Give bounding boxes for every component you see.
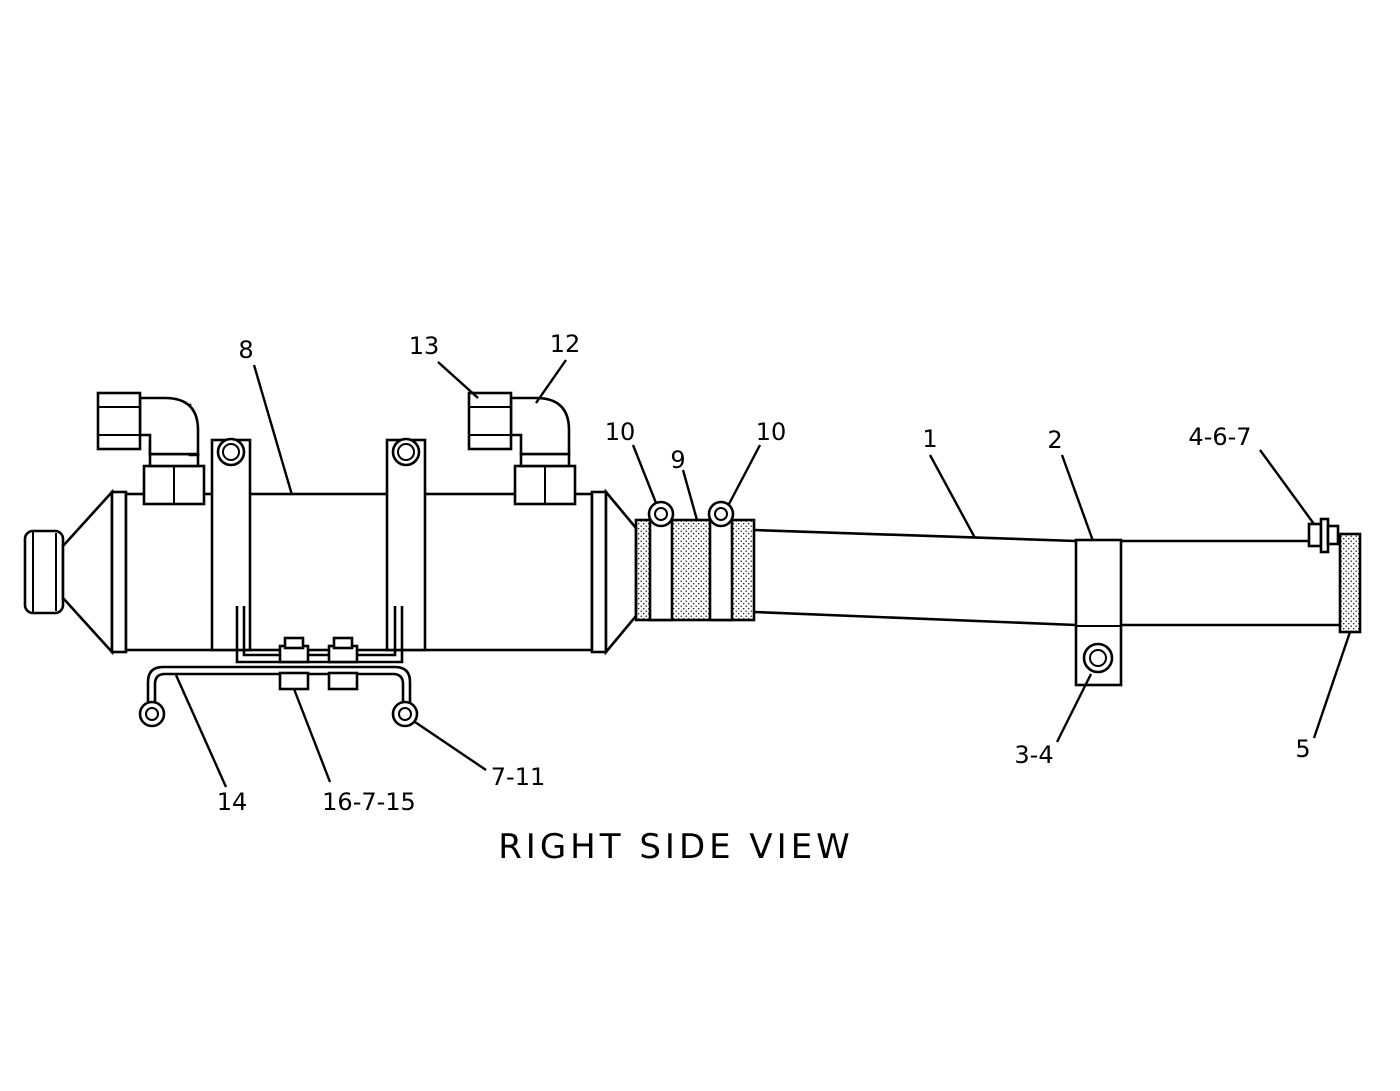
coupling-clamp-right [708, 518, 734, 622]
callout-8: 8 [238, 336, 253, 364]
elbow-fitting-right [467, 391, 577, 506]
leader-lines [174, 359, 1352, 788]
callout-labels: 8 13 12 10 9 10 1 2 4-6-7 14 16-7-15 7-1… [217, 330, 1311, 816]
view-title: RIGHT SIDE VIEW [498, 827, 854, 867]
inlet-pipe-stub [23, 529, 65, 615]
tail-pipe [753, 517, 1362, 687]
callout-10-left: 10 [605, 418, 636, 446]
left-flange [110, 490, 128, 654]
callout-14: 14 [217, 788, 248, 816]
coupling-assembly [634, 500, 756, 622]
callout-3-4: 3-4 [1014, 741, 1053, 769]
right-flange [590, 490, 608, 654]
callout-10-right: 10 [756, 418, 787, 446]
callout-2: 2 [1047, 426, 1062, 454]
canister-assembly [23, 391, 638, 728]
callout-1: 1 [922, 425, 937, 453]
end-band [1338, 532, 1362, 634]
callout-7-11: 7-11 [491, 763, 545, 791]
callout-16-7-15: 16-7-15 [322, 788, 416, 816]
callout-12: 12 [550, 330, 581, 358]
right-cone [604, 488, 638, 656]
callout-13: 13 [409, 332, 440, 360]
mounting-strap-right [385, 437, 427, 652]
mounting-strap-left [210, 437, 252, 652]
callout-4-6-7: 4-6-7 [1188, 423, 1251, 451]
bracket-bolts [278, 636, 359, 691]
elbow-fitting-left [96, 391, 206, 506]
left-cone [61, 488, 114, 656]
callout-9: 9 [670, 446, 685, 474]
callout-5: 5 [1295, 735, 1310, 763]
canister-body [124, 492, 594, 652]
coupling-clamp-left [648, 518, 674, 622]
